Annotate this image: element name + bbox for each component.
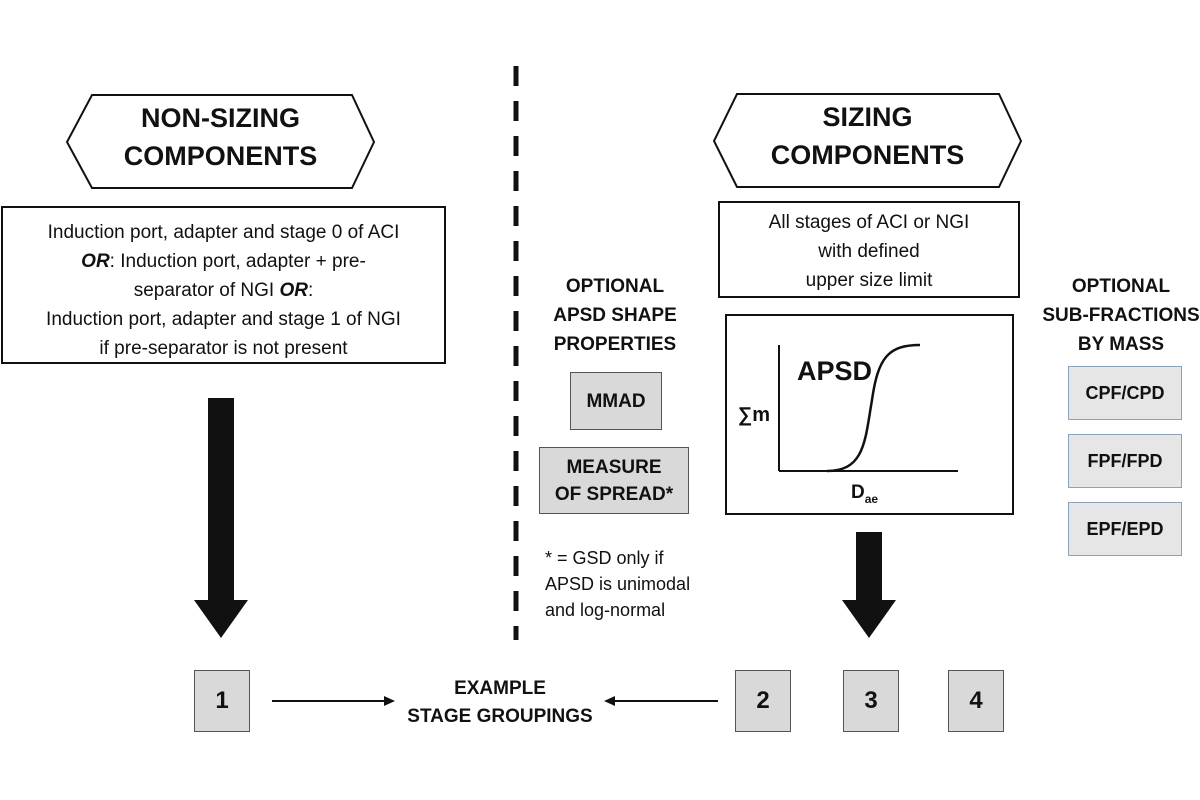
grouping-3-box: 3 [843,670,899,732]
measure-of-spread-box: MEASURE OF SPREAD* [539,447,689,514]
non-sizing-description: Induction port, adapter and stage 0 of A… [1,206,446,364]
grouping-1-box: 1 [194,670,250,732]
epf-epd-box: EPF/EPD [1068,502,1182,556]
example-stage-groupings-label: EXAMPLE STAGE GROUPINGS [407,678,593,727]
grouping-2-box: 2 [735,670,791,732]
grouping-4-box: 4 [948,670,1004,732]
mmad-box: MMAD [570,372,662,430]
shape-properties-heading: OPTIONAL APSD SHAPE PROPERTIES [553,276,677,355]
cpf-cpd-box: CPF/CPD [1068,366,1182,420]
gsd-footnote: * = GSD only if APSD is unimodal and log… [545,548,691,620]
apsd-x-axis-label: Dae [851,482,879,506]
apsd-plot-label: APSD [797,356,873,386]
sizing-description: All stages of ACI or NGI with defined up… [718,201,1020,298]
fpf-fpd-box: FPF/FPD [1068,434,1182,488]
sizing-title: SIZING COMPONENTS [770,102,965,170]
sub-fractions-heading: OPTIONAL SUB-FRACTIONS BY MASS [1042,276,1200,355]
non-sizing-title: NON-SIZING COMPONENTS [123,103,318,171]
apsd-y-axis-label: ∑m [738,404,771,426]
